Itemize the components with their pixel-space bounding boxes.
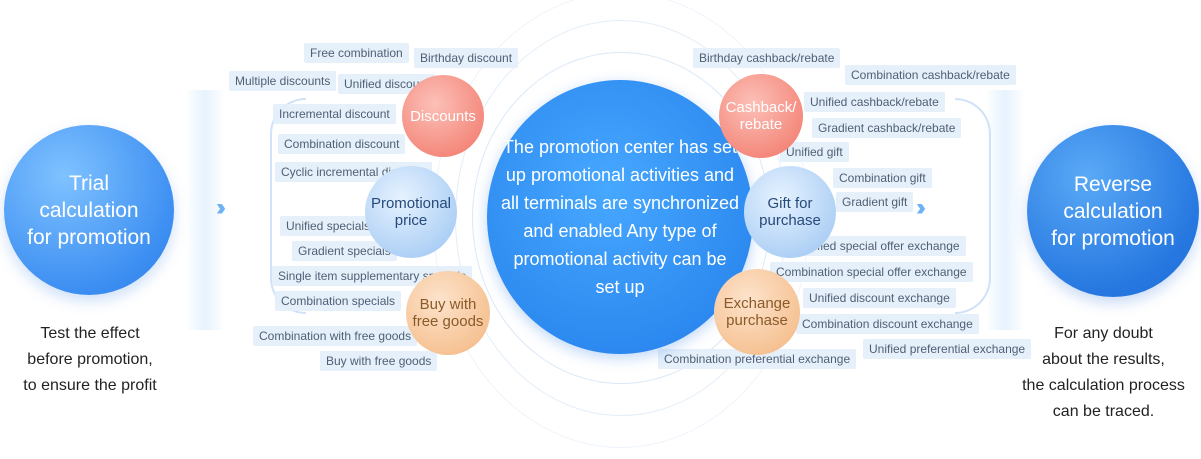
category-exchange-purchase: Exchange purchase xyxy=(714,269,800,355)
category-gift-for-purchase-label: Gift for purchase xyxy=(759,195,821,229)
category-discounts-label: Discounts xyxy=(410,107,476,125)
right-glow xyxy=(985,90,1025,330)
tag-combination-with-free-goods: Combination with free goods xyxy=(253,326,418,346)
reverse-calculation-circle: Reverse calculation for promotion xyxy=(1027,125,1199,297)
category-buy-with-free-goods-label: Buy with free goods xyxy=(412,296,484,330)
promotion-center-text: The promotion center has set up promotio… xyxy=(500,137,740,297)
category-cashback: Cashback/ rebate xyxy=(719,74,803,158)
category-promotional-price-label: Promotional price xyxy=(370,195,452,229)
category-cashback-label: Cashback/ rebate xyxy=(725,99,797,133)
tag-free-combination: Free combination xyxy=(304,43,409,63)
tag-incremental-discount: Incremental discount xyxy=(273,104,396,124)
promotion-center-circle: The promotion center has set up promotio… xyxy=(487,80,753,354)
tag-multiple-discounts: Multiple discounts xyxy=(229,71,337,91)
tag-unified-discount-exchange: Unified discount exchange xyxy=(803,288,956,308)
tag-combination-gift: Combination gift xyxy=(833,168,932,188)
tag-unified-gift: Unified gift xyxy=(780,142,849,162)
category-buy-with-free-goods: Buy with free goods xyxy=(406,271,490,355)
tag-birthday-discount: Birthday discount xyxy=(414,48,519,68)
trial-calculation-title: Trial calculation for promotion xyxy=(27,171,151,249)
reverse-calculation-caption: For any doubt about the results, the cal… xyxy=(1022,325,1185,420)
tag-birthday-cashback: Birthday cashback/rebate xyxy=(693,48,841,68)
reverse-calculation-title: Reverse calculation for promotion xyxy=(1051,172,1175,250)
tag-unified-specials: Unified specials xyxy=(280,216,377,236)
tag-gradient-cashback: Gradient cashback/rebate xyxy=(812,118,962,138)
tag-gradient-gift: Gradient gift xyxy=(836,192,914,212)
tag-combination-preferential-exchange: Combination preferential exchange xyxy=(658,349,857,369)
category-gift-for-purchase: Gift for purchase xyxy=(744,166,836,258)
tag-combination-special-offer-exchange: Combination special offer exchange xyxy=(770,262,973,282)
category-exchange-purchase-label: Exchange purchase xyxy=(723,295,791,329)
tag-gradient-specials: Gradient specials xyxy=(292,241,397,261)
tag-combination-discount: Combination discount xyxy=(278,134,406,154)
category-promotional-price: Promotional price xyxy=(365,166,457,258)
tag-combination-discount-exchange: Combination discount exchange xyxy=(796,314,979,334)
tag-combination-cashback: Combination cashback/rebate xyxy=(845,65,1016,85)
left-glow xyxy=(185,90,225,330)
tag-buy-with-free-goods: Buy with free goods xyxy=(320,351,438,371)
trial-calculation-caption: Test the effect before promotion, to ens… xyxy=(23,325,157,394)
tag-combination-specials: Combination specials xyxy=(275,291,402,311)
tag-unified-preferential-exchange: Unified preferential exchange xyxy=(863,339,1032,359)
tag-unified-special-offer-exchange: Unified special offer exchange xyxy=(793,236,966,256)
tag-unified-cashback: Unified cashback/rebate xyxy=(804,92,945,112)
category-discounts: Discounts xyxy=(402,75,484,157)
trial-calculation-circle: Trial calculation for promotion xyxy=(4,125,174,295)
